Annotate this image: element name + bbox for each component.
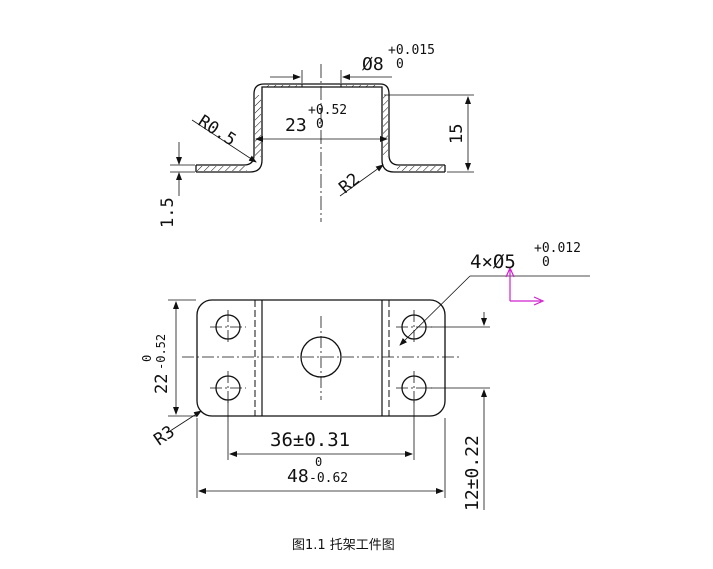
dim-hole-dia-upper: +0.015 [388, 43, 435, 58]
hatch-top-left [265, 85, 297, 87]
front-view-labels: Ø8 +0.015 0 23 +0.52 0 R0.5 R2 15 1.5 [158, 43, 467, 228]
dim-inner-width-lower: 0 [316, 117, 324, 132]
dim-width-upper: 0 [140, 355, 154, 362]
ucs-axis-icon [505, 266, 545, 306]
front-profile-outer [196, 86, 445, 173]
dim-holes-upper: +0.012 [534, 241, 581, 256]
dim-thickness: 1.5 [158, 197, 178, 228]
top-view [166, 275, 590, 510]
front-view [170, 64, 474, 222]
dim-length-lower: -0.62 [309, 471, 348, 486]
hatch-left-wall [255, 95, 261, 157]
hatch-top-right [346, 85, 379, 87]
dim-hole-spacing-y: 12±0.22 [462, 435, 483, 511]
figure-caption: 图1.1 托架工件图 [292, 538, 395, 553]
dim-length-upper: 0 [315, 455, 322, 469]
dim-inner-width-upper: +0.52 [308, 103, 347, 118]
dim-hole-spacing-x: 36±0.31 [270, 429, 350, 451]
dim-corner-radius: R3 [150, 422, 178, 450]
dim-hole-dia-base: Ø8 [362, 54, 384, 75]
hatch-right-wall [383, 95, 388, 157]
dim-length-base: 48 [287, 466, 309, 487]
dim-outer-radius: R0.5 [194, 111, 239, 150]
dim-height: 15 [447, 124, 467, 144]
dim-width-lower: -0.52 [154, 334, 168, 370]
dim-hole-dia-lower: 0 [396, 57, 404, 72]
dim-width-base: 22 [152, 374, 172, 394]
top-view-labels: 4×Ø5 +0.012 0 22 0 -0.52 R3 36±0.31 48 0… [140, 241, 581, 511]
dim-bend-radius: R2 [335, 169, 364, 197]
hatch-right-flange [397, 166, 444, 171]
hatch-left-flange [197, 166, 247, 171]
dim-inner-width-base: 23 [285, 115, 307, 136]
dim-holes-lower: 0 [542, 255, 550, 270]
plate-outline [196, 299, 446, 417]
dim-holes-base: 4×Ø5 [470, 251, 516, 273]
